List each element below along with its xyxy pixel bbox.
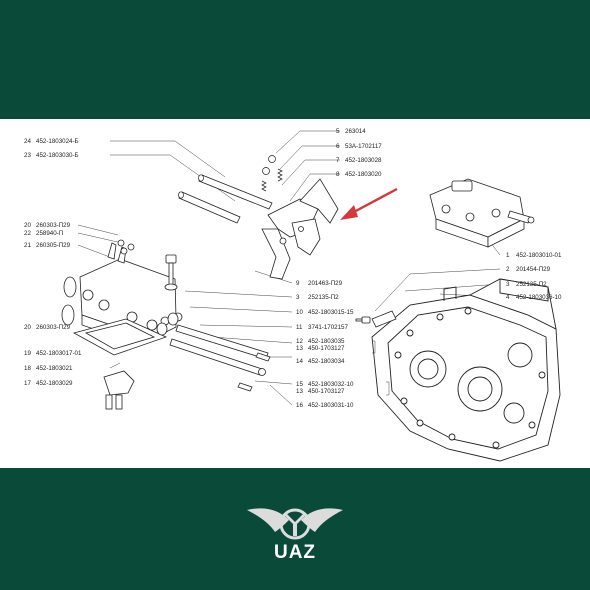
part-num: 17	[24, 380, 31, 387]
part-num: 22	[24, 230, 31, 237]
part-num: 24	[24, 138, 31, 145]
cover-gasket	[355, 310, 397, 328]
part-code: 452-1803024-Б	[36, 138, 79, 145]
part-code: 452-1803021	[36, 365, 73, 372]
part-num: 12	[296, 338, 303, 345]
part-num: 15	[296, 381, 303, 388]
shift-fork	[261, 178, 339, 280]
part-num: 13	[296, 388, 303, 395]
exploded-parts-diagram: 24 452-1803024-Б 23 452-1803030-Б 20 260…	[24, 128, 562, 462]
part-code: 452-1803031-10	[308, 402, 354, 409]
part-code: 260303-П29	[36, 222, 71, 229]
part-num: 14	[296, 358, 303, 365]
part-code: 452-1803029	[36, 380, 73, 387]
labels-center: 5 263014 6 53А-1702117 7 452-1803028 8 4…	[296, 128, 382, 409]
part-num: 16	[296, 402, 303, 409]
part-code: 452-1803034	[308, 358, 345, 365]
part-code: 452-1803035	[308, 338, 345, 345]
part-code: 452-1803010-01	[516, 252, 562, 259]
gasket	[72, 318, 168, 356]
part-code: 260303-П29	[36, 324, 71, 331]
highlight-arrow	[340, 187, 398, 220]
part-num: 6	[336, 143, 340, 150]
part-num: 13	[296, 345, 303, 352]
part-code: 452-1803036-10	[516, 294, 562, 301]
part-num: 19	[24, 350, 31, 357]
part-code: 452-1803030-Б	[36, 152, 79, 159]
part-code: 452-1803020	[345, 171, 382, 178]
part-code: 452-1803017-01	[36, 350, 82, 357]
part-num: 3	[296, 294, 300, 301]
part-num: 3	[506, 281, 510, 288]
part-num: 20	[24, 222, 31, 229]
part-code: 252135-П2	[308, 294, 339, 301]
labels-right: 1 452-1803010-01 2 201454-П29 3 252135-П…	[506, 252, 562, 301]
part-num: 8	[336, 171, 340, 178]
brand-name: UAZ	[273, 542, 317, 563]
part-code: 450-1703127	[308, 388, 345, 395]
part-code: 452-1803015-15	[308, 309, 354, 316]
part-num: 18	[24, 365, 31, 372]
part-num: 2	[506, 266, 510, 273]
cover-assembly	[429, 178, 535, 248]
transmission-case	[371, 278, 561, 462]
part-code: 252135-П2	[516, 281, 547, 288]
bracket	[103, 370, 135, 410]
part-code: 201454-П29	[516, 266, 551, 273]
part-code: 452-1803032-10	[308, 381, 354, 388]
part-num: 23	[24, 152, 31, 159]
part-num: 5	[336, 128, 340, 135]
top-band	[0, 0, 590, 119]
part-code: 3741-1702157	[308, 324, 348, 331]
seals	[156, 312, 179, 336]
label-brackets	[372, 340, 390, 396]
part-num: 20	[24, 324, 31, 331]
part-num: 7	[336, 157, 340, 164]
long-rods	[169, 324, 271, 392]
part-num: 10	[296, 309, 303, 316]
labels-left: 24 452-1803024-Б 23 452-1803030-Б 20 260…	[24, 138, 82, 387]
part-num: 4	[506, 294, 510, 301]
part-code: 258940-П	[36, 230, 63, 237]
part-num: 11	[296, 324, 303, 331]
part-code: 452-1803028	[345, 157, 382, 164]
part-code: 263014	[345, 128, 366, 135]
part-num: 9	[296, 280, 300, 287]
shift-rod-lower	[178, 191, 241, 224]
uaz-logo-icon	[247, 508, 343, 540]
part-code: 450-1703127	[308, 345, 345, 352]
part-code: 260305-П29	[36, 242, 71, 249]
part-num: 1	[506, 252, 510, 259]
part-code: 201463-П29	[308, 280, 343, 287]
part-num: 21	[24, 242, 31, 249]
part-code: 53А-1702117	[345, 143, 382, 150]
bolt-with-washer	[164, 254, 178, 291]
shift-rod-upper	[198, 174, 273, 210]
detent-parts	[261, 155, 283, 192]
